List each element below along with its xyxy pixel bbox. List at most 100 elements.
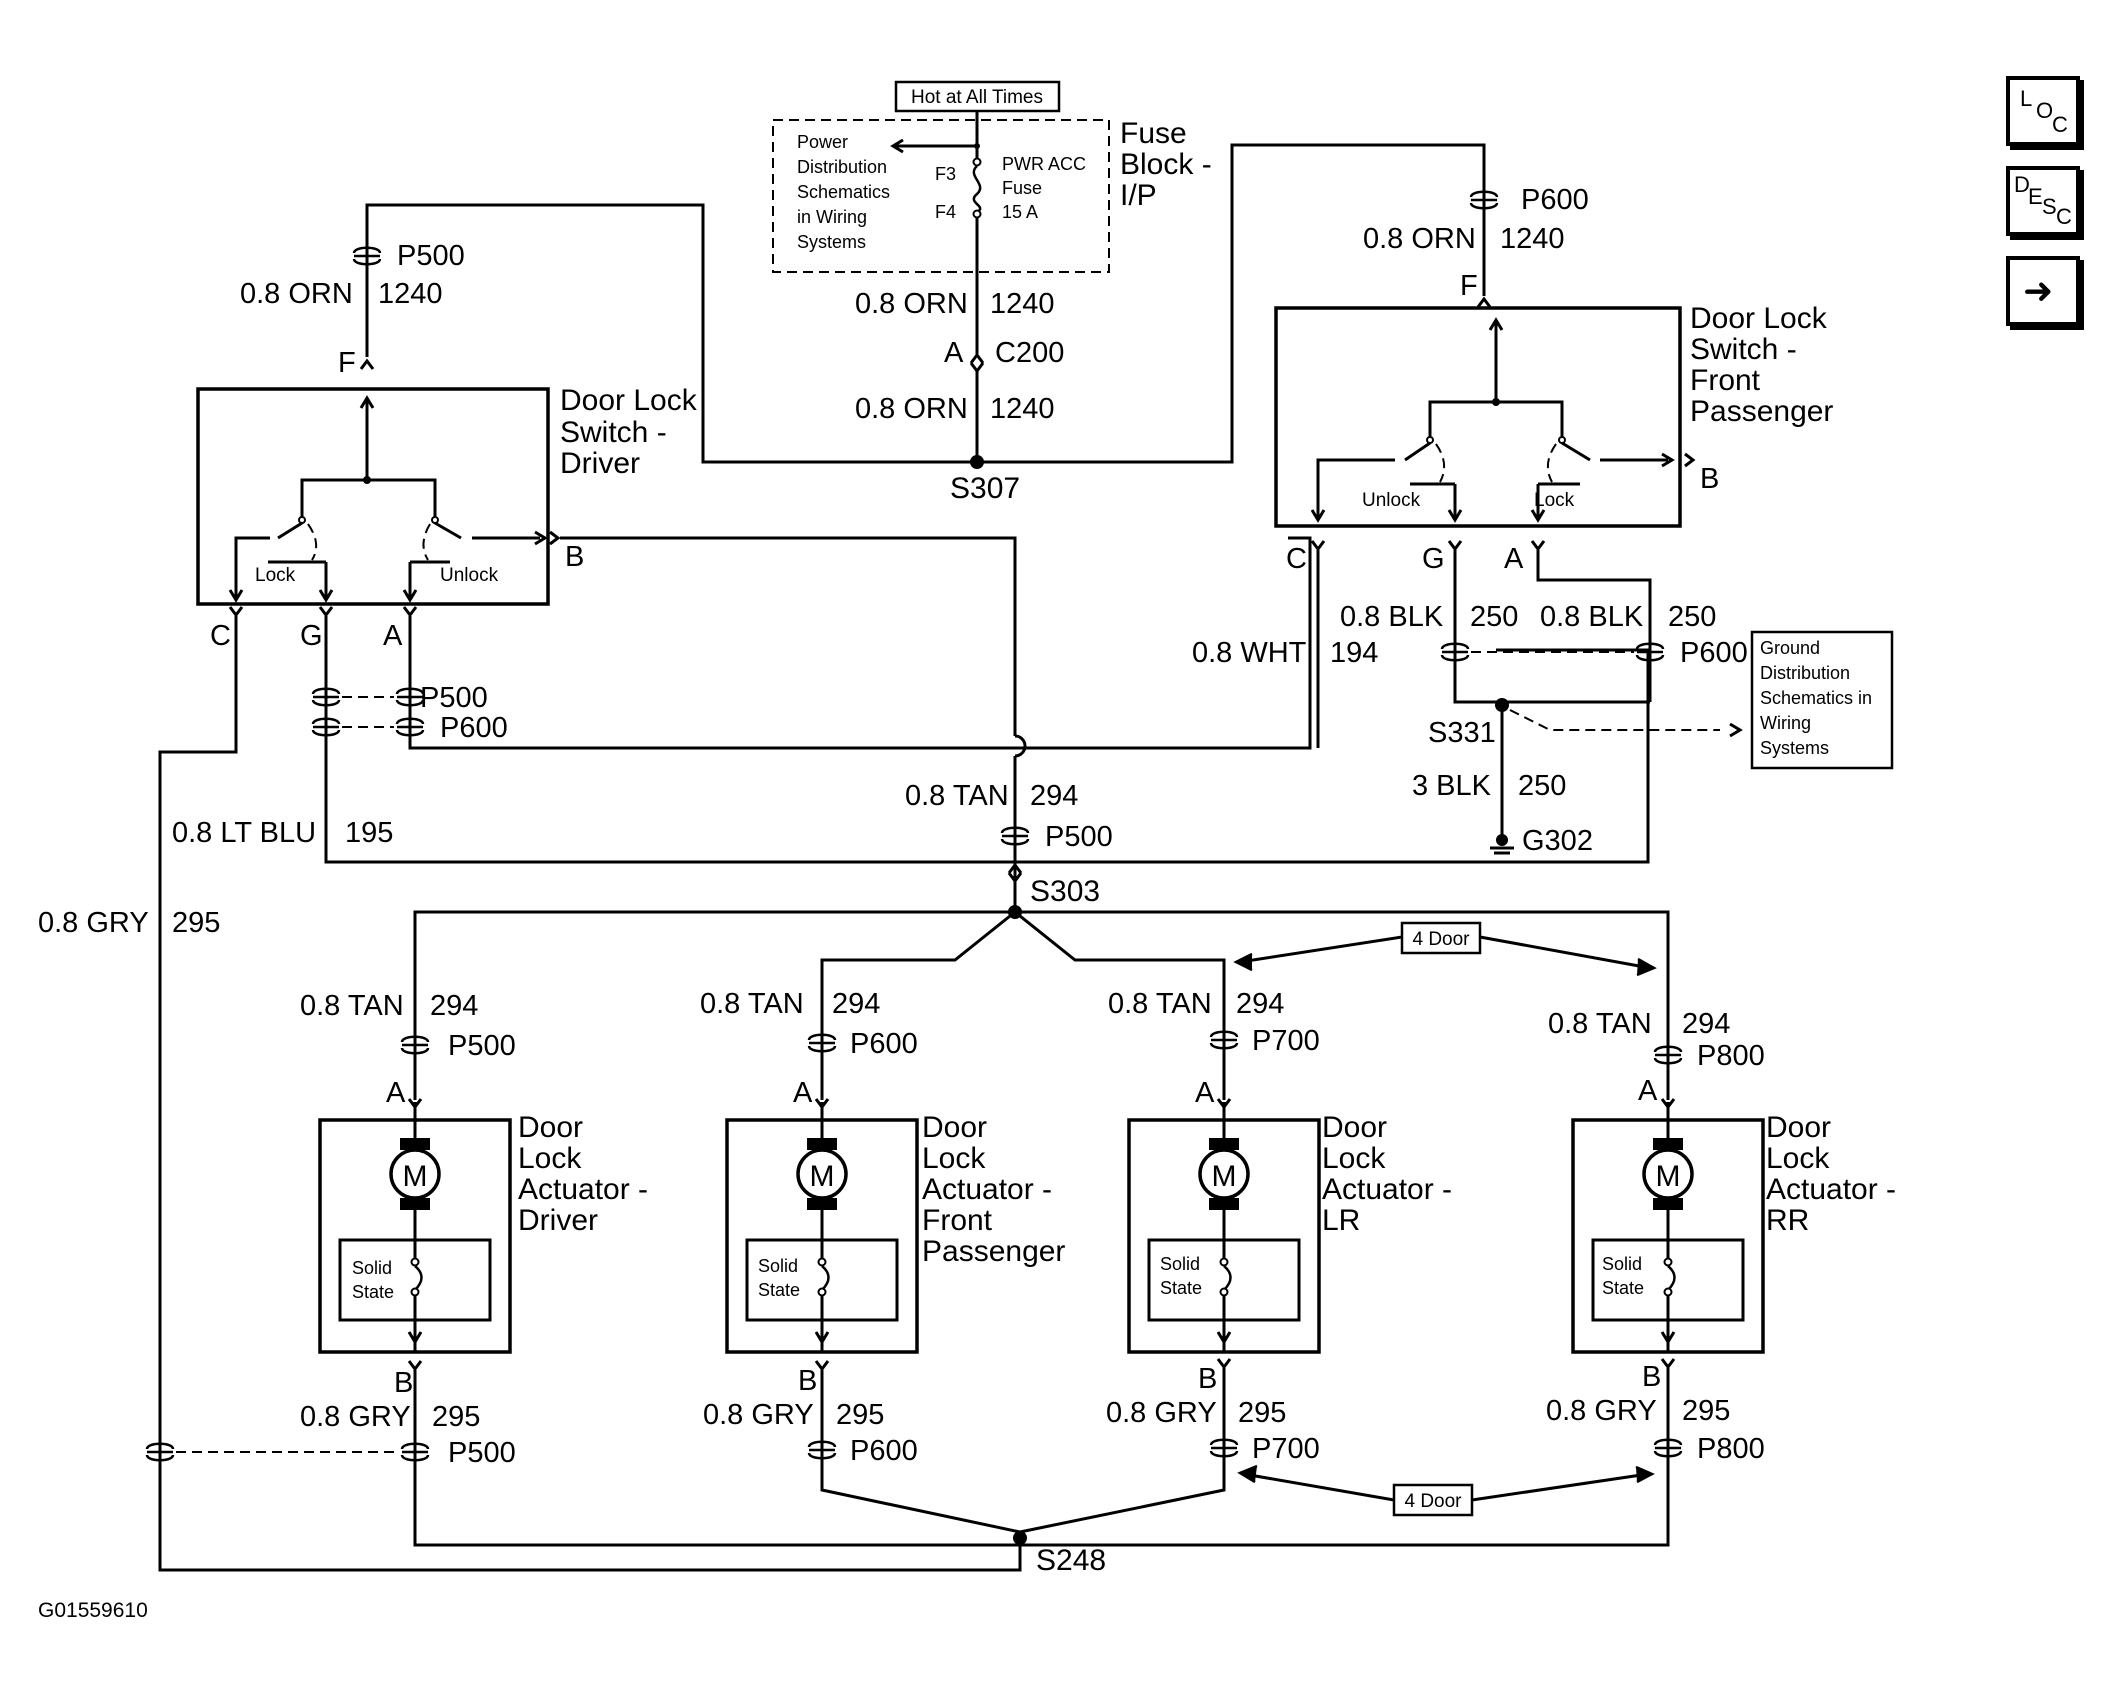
actuator-front-title-3: Actuator - xyxy=(922,1173,1052,1206)
door-lock-switch-driver: Door Lock Switch - Driver Lock Unlock B … xyxy=(196,384,698,652)
wire-gry-driver: 0.8 GRY xyxy=(300,1401,411,1433)
pass-switch-title-2: Switch - xyxy=(1690,333,1797,366)
desc-s: S xyxy=(2042,194,2057,219)
ground-distribution-ref-2: Distribution xyxy=(1760,663,1850,683)
loc-button[interactable]: L O C xyxy=(2006,76,2080,146)
wire-194: 194 xyxy=(1330,637,1378,669)
pin-c-driver: C xyxy=(210,620,231,652)
loc-c: C xyxy=(2052,112,2068,137)
pin-b-act-lr: B xyxy=(1198,1363,1217,1395)
actuator-rr: M Solid State Door Lock Actuator - RR xyxy=(1571,1100,1896,1354)
tan-294-distribution: S303 0.8 TAN 294 0.8 TAN 294 0.8 TAN 294… xyxy=(300,875,1765,1109)
desc-e: E xyxy=(2028,184,2043,209)
wire-gry-front: 0.8 GRY xyxy=(703,1399,814,1431)
solid-state-driver-2: State xyxy=(352,1282,394,1302)
ground-g302: G302 xyxy=(1522,825,1593,857)
actuator-driver-title-3: Actuator - xyxy=(518,1173,648,1206)
pin-a-act-driver: A xyxy=(386,1077,406,1109)
solid-state-driver-1: Solid xyxy=(352,1258,392,1278)
connector-p500-driver-sw: P500 xyxy=(420,682,488,714)
driver-switch-title-1: Door Lock xyxy=(560,384,698,417)
feed-circuit-1240: 0.8 ORN 1240 A C200 0.8 ORN 1240 S307 P5… xyxy=(240,143,1589,505)
pin-b-pass: B xyxy=(1700,463,1719,495)
wire-294-driver: 294 xyxy=(430,990,478,1022)
loc-l: L xyxy=(2020,86,2033,111)
pass-switch-title-4: Passenger xyxy=(1690,395,1833,428)
wire-3blk: 3 BLK xyxy=(1412,770,1492,802)
actuator-front-title-1: Door xyxy=(922,1111,987,1144)
wire-gry-driver-sw: 0.8 GRY xyxy=(38,907,149,939)
pin-g-driver: G xyxy=(300,620,323,652)
wire-295-driver: 295 xyxy=(432,1401,480,1433)
fuse-block-title-2: Block - xyxy=(1120,148,1212,181)
wire-295-driver-sw: 295 xyxy=(172,907,220,939)
pwr-acc-fuse-2: Fuse xyxy=(1002,178,1042,198)
wire-250-a: 250 xyxy=(1668,601,1716,633)
solid-state-front-1: Solid xyxy=(758,1256,798,1276)
splice-s331: S331 xyxy=(1428,717,1496,749)
figure-id: G01559610 xyxy=(38,1599,148,1622)
actuator-front-title-2: Lock xyxy=(922,1142,986,1175)
connector-p500-main: P500 xyxy=(1045,821,1113,853)
power-distribution-ref-2: Distribution xyxy=(797,157,887,177)
wire-orn-driver: 0.8 ORN xyxy=(240,278,353,310)
wire-294-front: 294 xyxy=(832,988,880,1020)
connector-p600-act-a: P600 xyxy=(850,1028,918,1060)
pin-a-c200: A xyxy=(944,337,964,369)
pin-f-pass: F xyxy=(1460,270,1478,302)
driver-switch-title-2: Switch - xyxy=(560,416,667,449)
desc-c: C xyxy=(2056,204,2072,229)
hot-at-all-times-label: Hot at All Times xyxy=(911,87,1043,108)
power-distribution-ref-5: Systems xyxy=(797,232,866,252)
driver-unlock-label: Unlock xyxy=(440,565,499,586)
pass-switch-circuits: 0.8 WHT 194 0.8 BLK 250 0.8 BLK 250 P600… xyxy=(1192,550,1894,857)
wire-orn-c200: 0.8 ORN xyxy=(855,393,968,425)
connector-p700-act-a: P700 xyxy=(1252,1025,1320,1057)
ground-distribution-ref-1: Ground xyxy=(1760,638,1820,658)
wire-1240-c200: 1240 xyxy=(990,393,1055,425)
wire-gry-rr: 0.8 GRY xyxy=(1546,1395,1657,1427)
solid-state-rr-1: Solid xyxy=(1602,1254,1642,1274)
pin-a-driver: A xyxy=(383,620,403,652)
wire-250-g: 250 xyxy=(1470,601,1518,633)
wire-tan-main: 0.8 TAN xyxy=(905,780,1009,812)
next-button[interactable]: ➜ xyxy=(2006,256,2080,326)
wire-ltblu: 0.8 LT BLU xyxy=(172,817,316,849)
connector-p600-act-b: P600 xyxy=(850,1435,918,1467)
wire-blk-g: 0.8 BLK xyxy=(1340,601,1444,633)
wire-tan-driver: 0.8 TAN xyxy=(300,990,404,1022)
actuator-rr-title-4: RR xyxy=(1766,1204,1809,1237)
splice-s307: S307 xyxy=(950,472,1020,505)
wire-294-main: 294 xyxy=(1030,780,1078,812)
power-distribution-ref-3: Schematics xyxy=(797,182,890,202)
solid-state-front-2: State xyxy=(758,1280,800,1300)
driver-lock-label: Lock xyxy=(255,565,296,586)
solid-state-lr-1: Solid xyxy=(1160,1254,1200,1274)
connector-p500-driver-feed: P500 xyxy=(397,240,465,272)
desc-button[interactable]: D E S C xyxy=(2006,166,2080,236)
pin-b-driver: B xyxy=(565,541,584,573)
door-lock-switch-front-passenger: Door Lock Switch - Front Passenger Unloc… xyxy=(1274,302,1833,575)
splice-s303: S303 xyxy=(1030,875,1100,908)
wire-orn-pass: 0.8 ORN xyxy=(1363,223,1476,255)
fuse-block-title-1: Fuse xyxy=(1120,117,1187,150)
motor-lr: M xyxy=(1212,1160,1237,1193)
connector-p600-pass-ground: P600 xyxy=(1680,637,1748,669)
fuse-terminal-f4: F4 xyxy=(935,202,956,222)
four-door-label-lower: 4 Door xyxy=(1404,1491,1462,1512)
solid-state-lr-2: State xyxy=(1160,1278,1202,1298)
motor-rr: M xyxy=(1656,1160,1681,1193)
wire-blk-a: 0.8 BLK xyxy=(1540,601,1644,633)
pin-a-pass: A xyxy=(1504,543,1524,575)
pass-switch-title-3: Front xyxy=(1690,364,1761,397)
connector-p800-act-b: P800 xyxy=(1697,1433,1765,1465)
power-distribution-ref-1: Power xyxy=(797,132,848,152)
splice-s248: S248 xyxy=(1036,1544,1106,1577)
actuator-lr: M Solid State Door Lock Actuator - LR xyxy=(1127,1100,1452,1354)
ground-distribution-ref-4: Wiring xyxy=(1760,713,1811,733)
wire-294-rr: 294 xyxy=(1682,1008,1730,1040)
pass-lock-label: Lock xyxy=(1534,490,1575,511)
pwr-acc-fuse-1: PWR ACC xyxy=(1002,154,1086,174)
connector-p500-act-a: P500 xyxy=(448,1030,516,1062)
